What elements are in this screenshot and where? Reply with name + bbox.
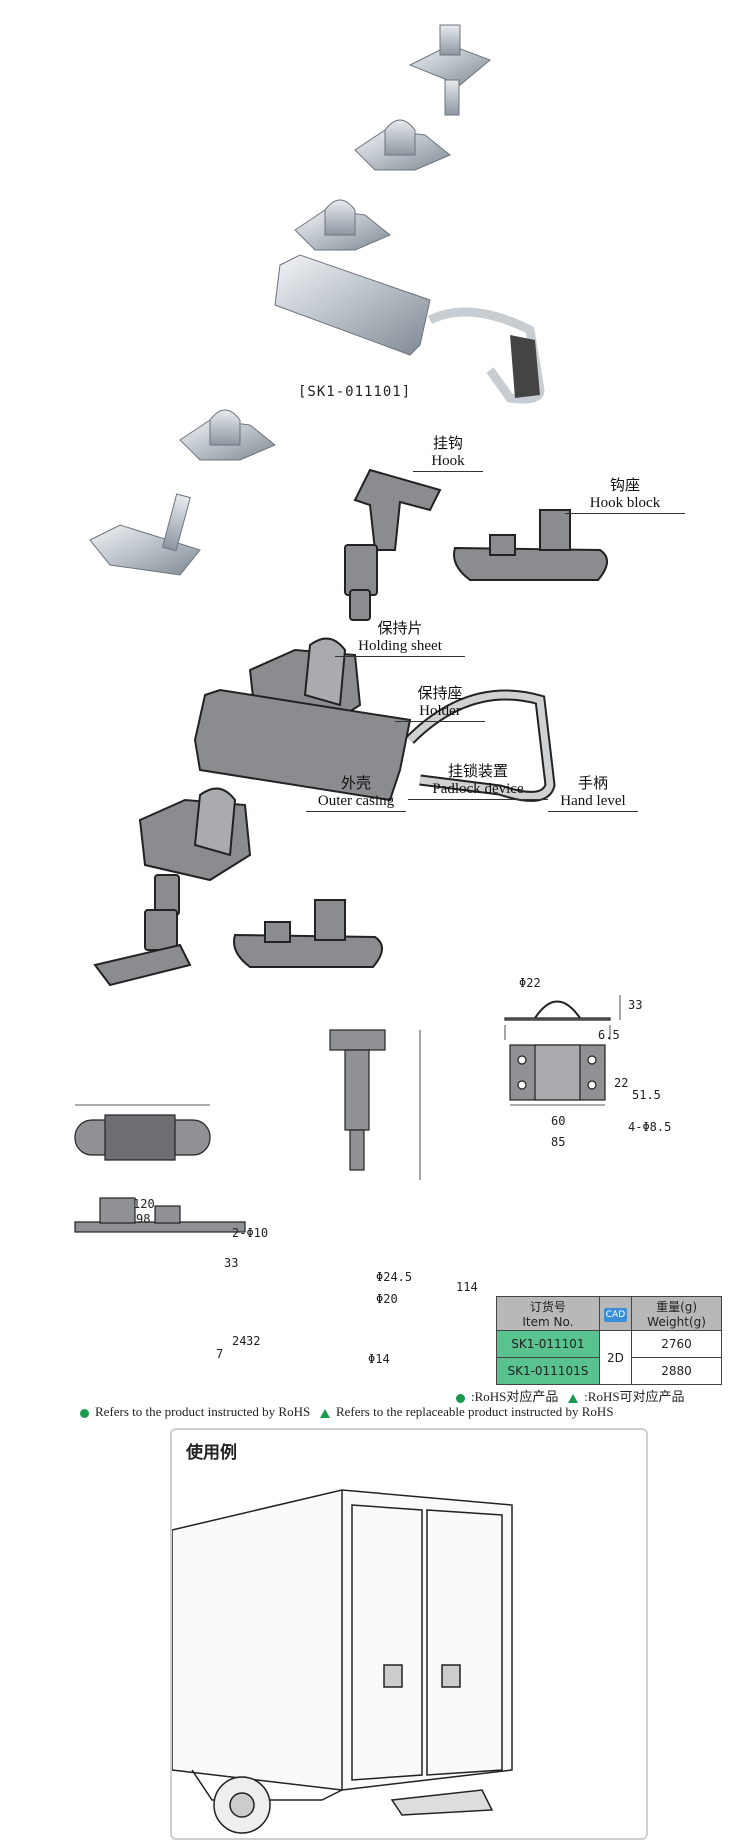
holder-photo-2 [294, 199, 391, 251]
dim-holes: 4-Φ8.5 [628, 1120, 672, 1134]
label-padlock-cn: 挂锁装置 [447, 762, 508, 780]
dim-w98: 98 [136, 1212, 151, 1226]
photo-caption: [SK1-011101] [298, 384, 412, 400]
replace-cn-text: :RoHS可对应产品 [584, 1389, 685, 1404]
label-hook-block-cn: 钩座 [609, 476, 640, 494]
hook-drawing [344, 468, 442, 621]
header-weight-en: Weight(g) [647, 1315, 706, 1329]
label-hook-en: Hook [413, 453, 483, 472]
header-item-cn: 订货号 [529, 1300, 566, 1314]
table-row-weight: 2760 [631, 1330, 722, 1358]
dim-block-h33: 33 [224, 1256, 239, 1270]
table-row-weight: 2880 [631, 1357, 722, 1385]
spec-table: 订货号 Item No. CAD 重量(g) Weight(g) SK1-011… [496, 1296, 722, 1385]
dim-h33: 33 [628, 998, 643, 1012]
latch-photo [274, 254, 545, 404]
rohs-cn-text: :RoHS对应产品 [471, 1389, 559, 1404]
holder-drawing-2 [138, 787, 252, 882]
rohs-dot-icon [456, 1393, 465, 1403]
label-hook-block: 钩座 Hook block [565, 474, 685, 514]
label-handle: 手柄 Hand level [548, 772, 638, 812]
label-holder-en: Holder [395, 703, 485, 722]
label-holding-sheet: 保持片 Holding sheet [335, 617, 465, 657]
dim-d14: Φ14 [368, 1352, 390, 1366]
label-hook-cn: 挂钩 [432, 434, 463, 452]
dim-h24: 24 [232, 1334, 247, 1348]
label-holder: 保持座 Holder [395, 682, 485, 722]
dim-h32: 32 [246, 1334, 261, 1348]
dim-d245: Φ24.5 [376, 1270, 413, 1284]
dim-w515: 51.5 [632, 1088, 661, 1102]
dim-h7: 7 [216, 1347, 224, 1361]
label-hook: 挂钩 Hook [413, 432, 483, 472]
replace-triangle-icon [319, 1408, 330, 1418]
dim-w22: 22 [614, 1076, 629, 1090]
holder-photo-3 [179, 409, 276, 461]
casing-drawing [193, 688, 556, 802]
table-cad-value: 2D [598, 1330, 633, 1385]
table-header-weight: 重量(g) Weight(g) [631, 1296, 722, 1331]
usage-title: 使用例 [186, 1443, 237, 1463]
table-row-item: SK1-011101S [496, 1357, 600, 1385]
dim-h114: 114 [456, 1280, 478, 1294]
replace-en-text: Refers to the replaceable product instru… [335, 1404, 614, 1419]
hook-photo-2 [89, 493, 201, 576]
hook-photo [408, 24, 491, 116]
dim-w60: 60 [551, 1114, 566, 1128]
dim-w85: 85 [551, 1135, 566, 1149]
rohs-note-en: Refers to the product instructed by RoHS… [80, 1404, 614, 1420]
label-holding-sheet-en: Holding sheet [335, 638, 465, 657]
label-handle-en: Hand level [548, 793, 638, 812]
hook-block-drawing-2 [233, 899, 383, 968]
label-hook-block-en: Hook block [565, 495, 685, 514]
label-outer-casing-cn: 外壳 [340, 774, 371, 792]
label-padlock-en: Padlock device [408, 781, 548, 800]
product-photo-group [89, 24, 545, 576]
label-padlock: 挂锁装置 Padlock device [408, 760, 548, 800]
replace-triangle-icon [568, 1393, 579, 1403]
dimension-drawings [74, 995, 621, 1233]
hook-drawing-2 [93, 874, 192, 987]
label-outer-casing-en: Outer casing [306, 793, 406, 812]
dim-phi22: Φ22 [519, 976, 541, 990]
dim-block-holes: 2-Φ10 [232, 1226, 269, 1240]
label-holding-sheet-cn: 保持片 [377, 619, 423, 637]
dim-d20: Φ20 [376, 1292, 398, 1306]
dim-w120: 120 [133, 1197, 155, 1211]
rohs-en-text: Refers to the product instructed by RoHS [95, 1404, 311, 1419]
label-outer-casing: 外壳 Outer casing [306, 772, 406, 812]
holder-photo-1 [354, 119, 451, 171]
exploded-diagram [93, 468, 608, 987]
header-weight-cn: 重量(g) [656, 1300, 698, 1314]
rohs-dot-icon [80, 1408, 89, 1418]
table-header-item: 订货号 Item No. [496, 1296, 600, 1331]
label-handle-cn: 手柄 [577, 774, 608, 792]
hook-block-drawing [453, 509, 608, 581]
table-row-item: SK1-011101 [496, 1330, 600, 1358]
dim-t65: 6.5 [598, 1028, 620, 1042]
rohs-note-cn: :RoHS对应产品 :RoHS可对应产品 [456, 1386, 685, 1405]
cad-icon: CAD [603, 1307, 628, 1322]
header-item-en: Item No. [522, 1315, 574, 1329]
truck-illustration [172, 1489, 513, 1834]
label-holder-cn: 保持座 [417, 684, 463, 702]
table-header-cad: CAD [598, 1296, 633, 1331]
usage-panel: 使用例 [170, 1428, 648, 1840]
